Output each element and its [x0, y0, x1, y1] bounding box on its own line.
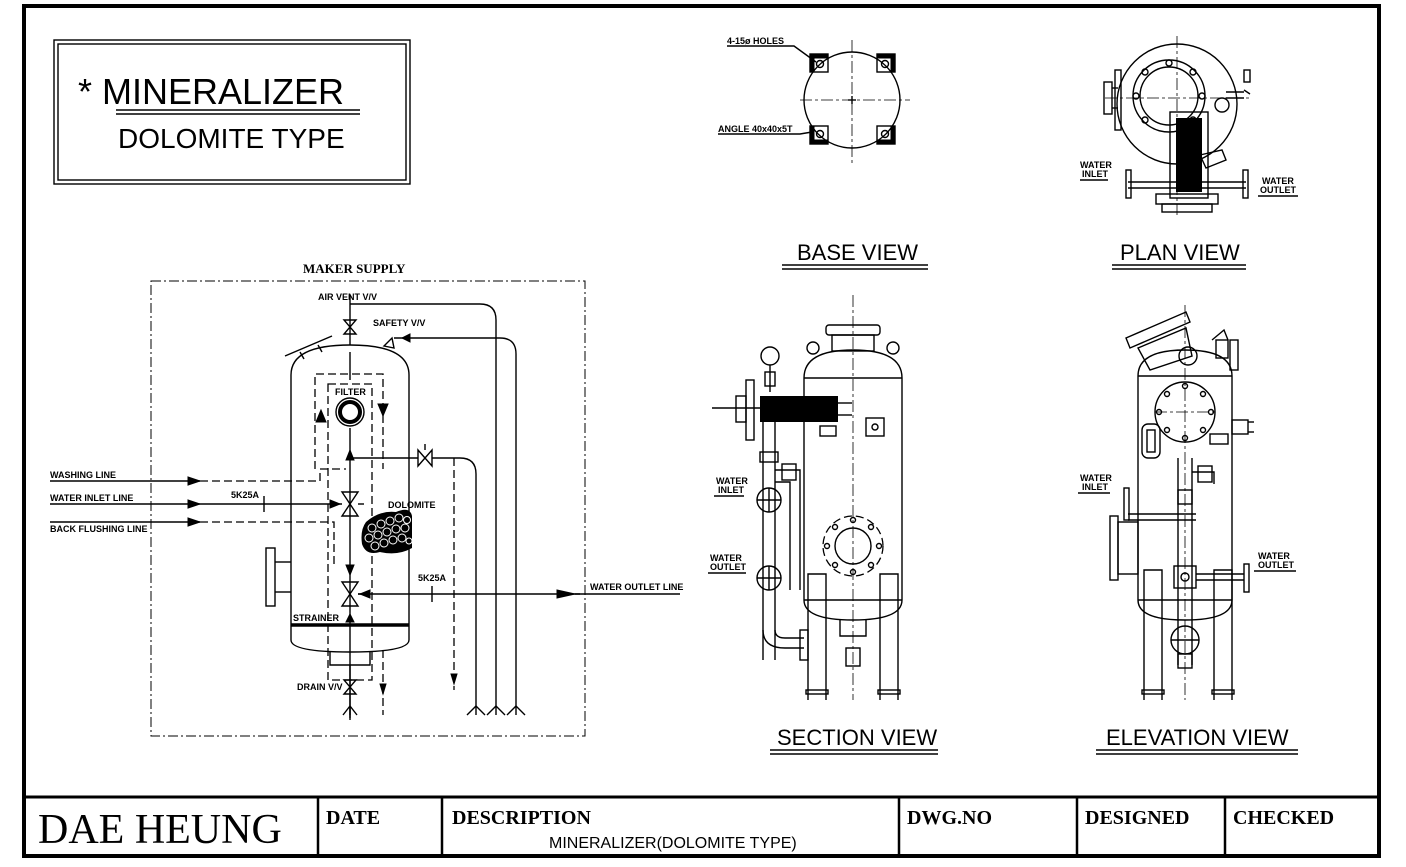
section-view-title: SECTION VIEW — [777, 725, 937, 750]
date-label: DATE — [326, 807, 380, 829]
description-label: DESCRIPTION — [452, 807, 591, 829]
filter-element — [335, 397, 365, 427]
section-view: WATER INLET WATER OUTLET SECTION VIEW — [708, 295, 938, 755]
safety-valve — [382, 336, 395, 349]
plan-filter-housing — [1169, 111, 1209, 199]
maker-supply-boundary — [150, 280, 586, 737]
plan-view-title: PLAN VIEW — [1120, 240, 1240, 265]
vessel-shell — [290, 344, 410, 653]
water-outlet-line-label: WATER OUTLET LINE — [590, 582, 683, 592]
drain-label: DRAIN V/V — [297, 682, 343, 692]
checked-label: CHECKED — [1233, 807, 1334, 829]
plan-inlet-label-2: INLET — [1082, 169, 1109, 179]
drain-valve — [342, 679, 358, 695]
elevation-view: WATER INLET WATER OUTLET ELEVATION VIEW — [1078, 305, 1298, 755]
safety-valve-label: SAFETY V/V — [373, 318, 425, 328]
inlet-valve — [340, 491, 364, 517]
title-block: DAE HEUNG DATE DESCRIPTION MINERALIZER(D… — [38, 797, 1334, 856]
maker-supply-label: MAKER SUPPLY — [303, 261, 406, 276]
air-vent-valve — [342, 319, 358, 335]
dolomite-label: DOLOMITE — [388, 500, 436, 510]
plan-outlet-label-1: WATER — [1262, 176, 1294, 186]
side-nozzle — [265, 547, 291, 607]
section-manhole — [822, 515, 884, 577]
outlet-size-label: 5K25A — [418, 573, 447, 583]
air-vent-label: AIR VENT V/V — [318, 292, 377, 302]
title-line-1: * MINERALIZER — [78, 71, 344, 112]
plan-inlet-label-1: WATER — [1080, 160, 1112, 170]
section-inlet-label-2: INLET — [718, 485, 745, 495]
base-view-title: BASE VIEW — [797, 240, 918, 265]
section-inlet-label-1: WATER — [716, 476, 748, 486]
angle-label: ANGLE 40x40x5T — [718, 124, 793, 134]
drawing-border — [22, 4, 1381, 858]
bypass-valve — [417, 444, 433, 468]
section-outlet-label-1: WATER — [710, 553, 742, 563]
holes-label: 4-15ø HOLES — [727, 36, 784, 46]
elevation-manhole-lid — [1125, 311, 1193, 371]
title-line-2: DOLOMITE TYPE — [118, 123, 345, 154]
plan-view: WATER INLET WATER OUTLET PLAN VIEW — [1080, 36, 1298, 270]
base-view: 4-15ø HOLES ANGLE 40x40x5T BASE VIEW — [718, 36, 928, 270]
strainer-label: STRAINER — [293, 613, 340, 623]
back-flushing-line-label: BACK FLUSHING LINE — [50, 524, 148, 534]
elevation-inlet-label-1: WATER — [1080, 473, 1112, 483]
inlet-size-label: 5K25A — [231, 490, 260, 500]
company-name: DAE HEUNG — [38, 807, 282, 853]
section-outlet-label-2: OUTLET — [710, 562, 746, 572]
elevation-outlet-label-2: OUTLET — [1258, 560, 1294, 570]
base-angle-brackets — [809, 53, 896, 145]
filter-label: FILTER — [335, 387, 366, 397]
manhole-lid — [284, 333, 333, 360]
section-filter — [760, 396, 838, 422]
description-value: MINERALIZER(DOLOMITE TYPE) — [549, 835, 797, 852]
elevation-inlet-label-2: INLET — [1082, 482, 1109, 492]
plan-outlet-label-2: OUTLET — [1260, 185, 1296, 195]
washing-line-label: WASHING LINE — [50, 470, 116, 480]
designed-label: DESIGNED — [1085, 807, 1189, 829]
title-box: * MINERALIZER DOLOMITE TYPE — [53, 39, 411, 185]
elevation-view-title: ELEVATION VIEW — [1106, 725, 1289, 750]
schematic-diagram: MAKER SUPPLY STRAINER FILTER — [50, 261, 683, 737]
water-inlet-line-label: WATER INLET LINE — [50, 493, 133, 503]
dwg-no-label: DWG.NO — [907, 807, 992, 829]
elevation-outlet-label-1: WATER — [1258, 551, 1290, 561]
